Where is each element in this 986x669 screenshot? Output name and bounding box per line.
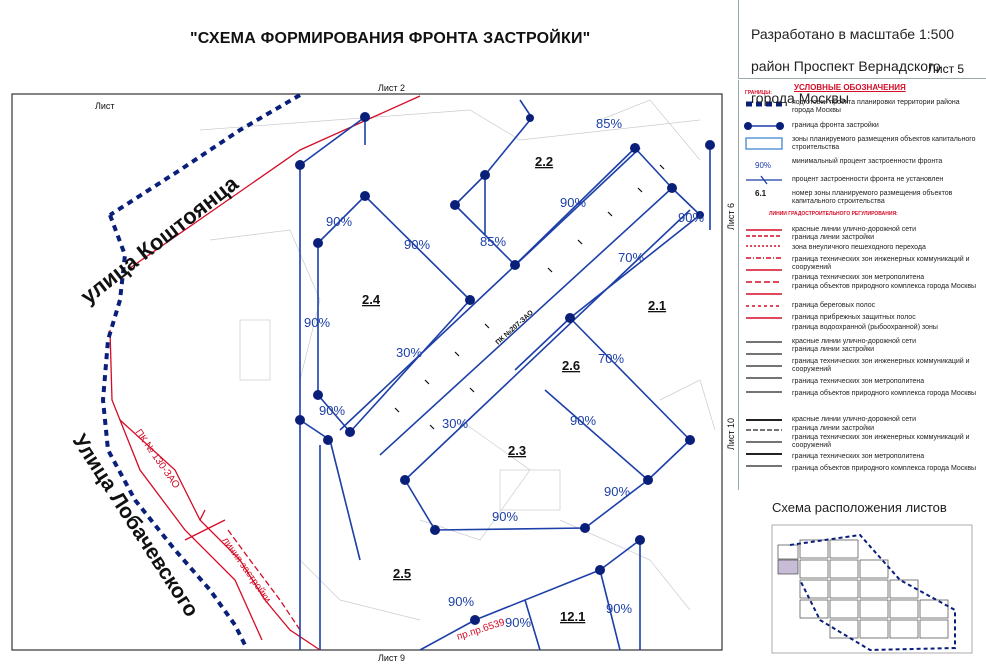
map-label: 90% (404, 237, 430, 252)
map-label: 85% (596, 116, 622, 131)
legend: УСЛОВНЫЕ ОБОЗНАЧЕНИЯ ГРАНИЦЫ: подготовки… (738, 80, 986, 490)
map-label: 90% (560, 195, 586, 210)
zone-2-1: 2.1 (648, 298, 666, 313)
legend-item: красные линии улично-дорожной сети (792, 338, 917, 345)
percent-labels: 85% 90% 90% 90% 85% 70% 90% 90% 30% 70% … (304, 116, 704, 630)
planning-boundary (100, 93, 302, 646)
building-line-label: линия застройки (220, 535, 273, 604)
zone-2-2: 2.2 (535, 154, 553, 169)
map-label: 6.1 (755, 189, 767, 198)
legend-item: граница линии застройки (792, 425, 875, 432)
front-nodes (295, 112, 715, 625)
zone-12-1: 12.1 (560, 609, 585, 624)
legend-item: номер зоны планируемого размещения объек… (792, 190, 953, 205)
legend-item: граница фронта застройки (792, 122, 879, 129)
map-label: 90% (448, 594, 474, 609)
zone-2-6: 2.6 (562, 358, 580, 373)
scale-info-line1: Разработано в масштабе 1:500 (751, 26, 955, 42)
legend-symbols: 90% 6.1 (744, 101, 784, 467)
map-label: 90% (319, 403, 345, 418)
legend-group2: ЛИНИИ ГРАДОСТРОИТЕЛЬНОГО РЕГУЛИРОВАНИЯ: (769, 211, 898, 217)
map-label: 70% (598, 351, 624, 366)
sheet-label-bottom: Лист 9 (378, 653, 405, 663)
sheet-index-map (771, 524, 973, 654)
legend-item: граница прибрежных защитных полос (792, 314, 916, 321)
pk-207-label: ПК №207-ЗАО (494, 308, 535, 346)
map-label: 90% (606, 601, 632, 616)
sheet-number: Лист 5 (928, 62, 965, 76)
street-koshtoyantsa: улица Коштоянца (76, 170, 244, 309)
zone-2-3: 2.3 (508, 443, 526, 458)
legend-item: подготовки проекта планировки территории… (792, 99, 960, 114)
sheet-label-right-bottom: Лист 10 (726, 418, 736, 450)
legend-item: граница технических зон метрополитена (792, 274, 925, 281)
legend-item: граница технических зон инженерных комму… (792, 256, 970, 271)
legend-item: процент застроенности фронта не установл… (792, 176, 944, 183)
sheet-index-title: Схема расположения листов (772, 500, 947, 515)
legend-item: граница технических зон инженерных комму… (792, 434, 970, 449)
legend-item: граница технических зон инженерных комму… (792, 358, 970, 373)
legend-item: граница водоохранной (рыбоохранной) зоны (792, 324, 938, 331)
legend-item: граница линии застройки (792, 234, 875, 241)
legend-item: граница технических зон метрополитена (792, 378, 925, 385)
scale-info-line3: города Москвы (751, 90, 849, 106)
legend-item: зона внеуличного пешеходного перехода (792, 244, 926, 251)
pk-130-label: ПК № 130-ЗАО (133, 427, 182, 490)
map-label: 90% (326, 214, 352, 229)
legend-item: зоны планируемого размещения объектов ка… (792, 136, 976, 151)
legend-item: граница линии застройки (792, 346, 875, 353)
legend-group1: ГРАНИЦЫ: (745, 90, 772, 96)
scale-info-box: Разработано в масштабе 1:500 район Просп… (738, 0, 986, 106)
sheet-label-right-top: Лист 6 (726, 203, 736, 230)
map-label: 70% (618, 250, 644, 265)
map-label: 90% (755, 161, 771, 170)
zone-numbers: 2.2 2.4 2.1 2.6 2.3 2.5 12.1 (362, 154, 666, 624)
map-label: 90% (304, 315, 330, 330)
map-label: 90% (492, 509, 518, 524)
map-label: 90% (678, 210, 704, 225)
legend-item: минимальный процент застроенности фронта (792, 158, 943, 165)
map-label: 90% (604, 484, 630, 499)
page-title: "СХЕМА ФОРМИРОВАНИЯ ФРОНТА ЗАСТРОЙКИ" (190, 30, 591, 47)
map-label: 90% (570, 413, 596, 428)
map-label: 90% (505, 615, 531, 630)
map-label: 30% (396, 345, 422, 360)
scale-info-text: Разработано в масштабе 1:500 район Просп… (751, 10, 954, 122)
zone-2-5: 2.5 (393, 566, 411, 581)
legend-title: УСЛОВНЫЕ ОБОЗНАЧЕНИЯ (794, 83, 906, 92)
building-front-lines (299, 99, 711, 651)
zone-2-4: 2.4 (362, 292, 381, 307)
legend-item: красные линии улично-дорожной сети (792, 226, 917, 233)
front-ticks (394, 164, 665, 430)
red-lines (109, 95, 421, 651)
sheet-label-left: Лист (95, 101, 115, 111)
scale-info-line2: район Проспект Вернадского (751, 58, 941, 74)
legend-item: граница береговых полос (792, 302, 876, 309)
map-label: 85% (480, 234, 506, 249)
legend-item: граница технических зон метрополитена (792, 453, 925, 460)
map-frame (11, 93, 723, 651)
legend-item: граница объектов природного комплекса го… (792, 465, 977, 472)
legend-item: красные линии улично-дорожной сети (792, 416, 917, 423)
pr-proezd-label: пр.пр.6539 (456, 617, 507, 643)
sheet-label-top: Лист 2 (378, 83, 405, 93)
legend-item: граница объектов природного комплекса го… (792, 390, 977, 397)
map-label: 30% (442, 416, 468, 431)
legend-item: граница объектов природного комплекса го… (792, 283, 977, 290)
